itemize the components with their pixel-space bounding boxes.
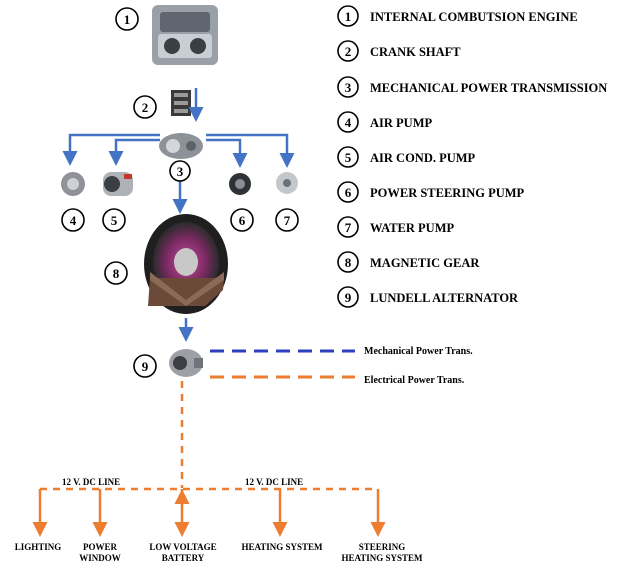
svg-text:2: 2 [142,100,149,115]
load-steering-line2: HEATING SYSTEM [341,553,423,563]
electrical-power-lines [32,381,386,537]
badge-1: 1 [115,7,139,31]
svg-text:9: 9 [142,359,149,374]
svg-text:8: 8 [345,255,352,270]
svg-text:1: 1 [124,12,131,27]
svg-text:8: 8 [113,266,120,281]
water-pump-image [276,172,298,194]
svg-text:2: 2 [345,44,352,59]
svg-text:AIR PUMP: AIR PUMP [370,116,433,130]
svg-text:7: 7 [284,213,291,228]
svg-text:6: 6 [239,213,246,228]
svg-text:CRANK SHAFT: CRANK SHAFT [370,45,461,59]
load-battery-line2: BATTERY [162,553,205,563]
svg-text:LUNDELL ALTERNATOR: LUNDELL ALTERNATOR [370,291,519,305]
alternator-image [169,349,203,377]
power-steering-pump-image [229,173,251,195]
svg-text:5: 5 [111,213,118,228]
mechanical-key-label: Mechanical Power Trans. [364,346,473,357]
legend-item-7: 7 WATER PUMP [337,216,455,238]
badge-2: 2 [133,95,157,119]
air-cond-pump-image [103,172,133,196]
magnetic-gear-image [144,214,228,314]
legend-item-9: 9 LUNDELL ALTERNATOR [337,286,519,308]
legend-item-4: 4 AIR PUMP [337,111,433,133]
legend-item-1: 1 INTERNAL COMBUTSION ENGINE [337,5,578,27]
svg-text:MECHANICAL POWER TRANSMISSION: MECHANICAL POWER TRANSMISSION [370,81,607,95]
legend-item-6: 6 POWER STEERING PUMP [337,181,525,203]
badge-6: 6 [230,208,254,232]
legend-item-2: 2 CRANK SHAFT [337,40,461,62]
mechanical-power-lines [62,88,295,342]
dc-line-label-left: 12 V. DC LINE [62,477,120,487]
badge-5: 5 [102,208,126,232]
svg-text:WATER PUMP: WATER PUMP [370,221,455,235]
crank-shaft-image [171,90,191,116]
badge-8: 8 [104,261,128,285]
svg-text:5: 5 [345,150,352,165]
badge-9: 9 [133,354,157,378]
svg-text:9: 9 [345,290,352,305]
svg-text:4: 4 [345,115,352,130]
diagram-number-badges: 1 2 3 4 5 6 7 8 9 [61,7,299,378]
badge-3: 3 [169,160,191,182]
legend-item-8: 8 MAGNETIC GEAR [337,251,480,273]
svg-text:3: 3 [345,80,352,95]
badge-4: 4 [61,208,85,232]
component-legend: 1 INTERNAL COMBUTSION ENGINE 2 CRANK SHAFT… [337,5,607,308]
mechanical-transmission-image [159,133,203,159]
svg-text:6: 6 [345,185,352,200]
load-heating-system: HEATING SYSTEM [241,542,323,552]
svg-text:AIR COND. PUMP: AIR COND. PUMP [370,151,476,165]
legend-item-3: 3 MECHANICAL POWER TRANSMISSION [337,76,607,98]
svg-text:4: 4 [70,213,77,228]
load-labels: LIGHTING POWER WINDOW LOW VOLTAGE BATTER… [15,542,423,563]
air-pump-image [61,172,85,196]
load-battery-line1: LOW VOLTAGE [149,542,216,552]
load-steering-line1: STEERING [359,542,406,552]
svg-text:POWER STEERING PUMP: POWER STEERING PUMP [370,186,525,200]
svg-text:7: 7 [345,220,352,235]
legend-item-5: 5 AIR COND. PUMP [337,146,476,168]
svg-text:1: 1 [345,9,352,24]
badge-7: 7 [275,208,299,232]
dc-line-label-right: 12 V. DC LINE [245,477,303,487]
load-lighting: LIGHTING [15,542,62,552]
engine-image [152,5,218,65]
load-power-window-line2: WINDOW [79,553,121,563]
electrical-key-label: Electrical Power Trans. [364,375,465,386]
svg-text:3: 3 [177,164,184,179]
svg-text:INTERNAL COMBUTSION ENGINE: INTERNAL COMBUTSION ENGINE [370,10,578,24]
svg-text:MAGNETIC GEAR: MAGNETIC GEAR [370,256,480,270]
line-type-key: Mechanical Power Trans. Electrical Power… [210,346,473,386]
load-power-window-line1: POWER [83,542,118,552]
